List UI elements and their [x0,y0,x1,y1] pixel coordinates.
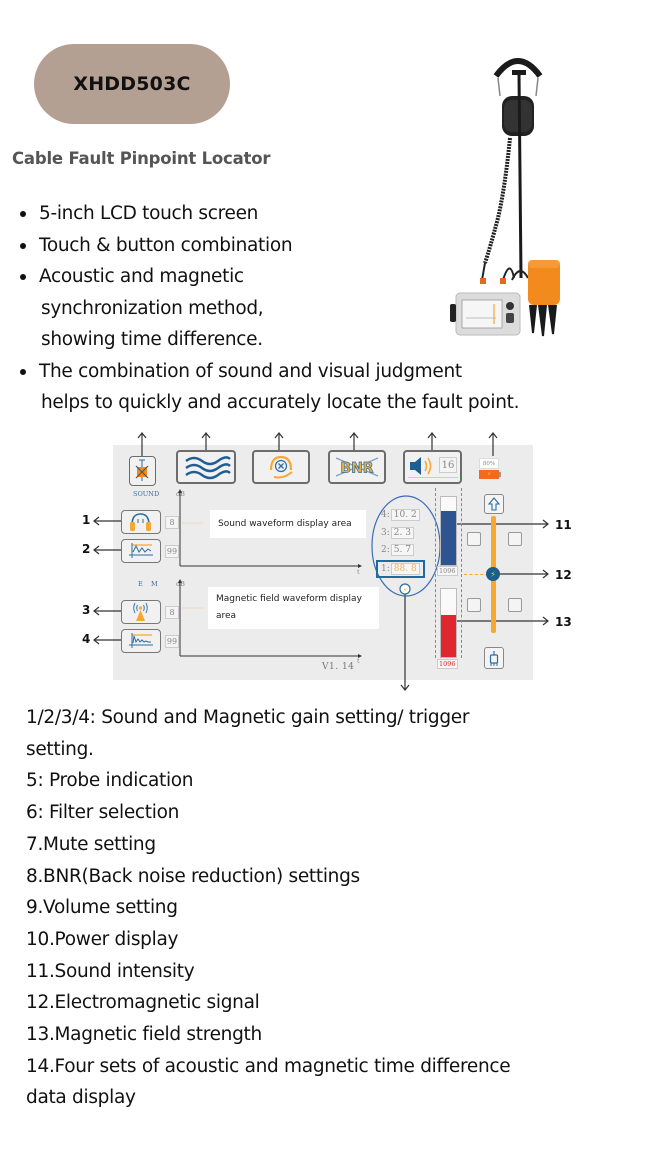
description-line: 14.Four sets of acoustic and magnetic ti… [26,1055,511,1077]
headphone-band [493,58,543,78]
up-arrow-icon [487,497,501,511]
callout-3: 3 [82,603,91,617]
callout-11: 11 [555,518,572,532]
screen-panel [113,445,533,680]
screen-diagram: 1 2 3 4 11 12 13 B [78,428,598,696]
description-line: 11.Sound intensity [26,960,195,982]
checkbox-upper-left[interactable] [467,532,481,546]
description-line: 9.Volume setting [26,897,178,919]
magnetic-trigger-value: 99 [165,635,179,648]
filter-selection-button[interactable] [176,450,236,484]
description-line: 7.Mute setting [26,833,156,855]
sound-trigger-value: 99 [165,545,179,558]
description-line: 6: Filter selection [26,802,180,824]
sound-intensity-value: 1096 [437,566,458,576]
magnetic-axis-t: t [357,657,360,665]
time-diff-row-1[interactable]: 1:88. 8 [376,560,425,578]
legend-descriptions: 1/2/3/4: Sound and Magnetic gain setting… [26,702,636,1114]
sound-axes [178,489,362,568]
em-signal-indicator[interactable]: ⚡ [486,567,500,581]
magnetic-gain-button[interactable] [121,600,161,624]
svg-text:BNR: BNR [340,461,373,477]
description-line: data display [26,1087,136,1109]
probe-pole [517,72,523,279]
checkbox-lower-right[interactable] [508,598,522,612]
magnetic-field-meter [440,588,457,658]
description-line: 10.Power display [26,928,179,950]
battery-percent: 80% [479,458,499,469]
callout-1: 1 [82,513,91,527]
feature-item: Touch & button combination [18,230,519,262]
callout-13: 13 [555,615,572,629]
checkbox-upper-right[interactable] [508,532,522,546]
description-line: setting. [26,738,94,760]
sound-waveform-area: Sound waveform display area [210,510,366,538]
mute-headset-icon [269,455,293,479]
antenna-signal-icon [133,602,148,621]
description-line: 1/2/3/4: Sound and Magnetic gain setting… [26,707,470,728]
product-image [450,58,560,337]
checkbox-lower-left[interactable] [467,598,481,612]
callout-4: 4 [82,632,91,646]
em-label-m: M [151,580,158,588]
feature-item: The combination of sound and visual judg… [18,356,520,419]
probe-mode-button[interactable] [484,647,504,669]
sound-axis-t: t [357,568,360,576]
time-diff-row-2: 2:5. 7 [381,544,414,556]
magnetic-waveform-area: Magnetic field waveform display area [208,587,379,629]
feature-list: 5-inch LCD touch screen Touch & button c… [18,198,520,419]
volume-value: 16 [439,457,457,473]
bnr-setting-button[interactable]: BNR [328,450,386,484]
firmware-version: V1. 14 [322,662,355,672]
sound-gain-button[interactable] [121,510,161,534]
product-subtitle: Cable Fault Pinpoint Locator [12,149,271,168]
description-line: 8.BNR(Back noise reduction) settings [26,865,360,887]
up-arrow-button[interactable] [484,494,504,514]
description-line: 13.Magnetic field strength [26,1024,262,1046]
sound-intensity-fill [441,510,456,565]
magnetic-field-value: 1096 [437,659,458,669]
filter-waves-icon [185,456,231,480]
battery-icon: ⚡ [479,470,501,479]
ground-sensor [528,260,560,305]
coiled-cable [483,137,512,264]
svg-text:⚡: ⚡ [403,587,407,594]
magnetic-trigger-waveform-icon [129,633,153,648]
volume-setting-button[interactable]: 16 [403,450,462,484]
probe-device-icon [489,651,499,666]
callout-12: 12 [555,568,572,582]
magnetic-field-fill [441,614,456,657]
magnetic-gain-value: 8 [165,606,179,619]
em-label-e: E [138,580,143,588]
magnetic-trigger-button[interactable] [121,629,161,653]
speaker-icon [410,457,432,475]
sound-gain-value: 8 [165,516,179,529]
probe-icon [135,459,149,481]
description-line: 12.Electromagnetic signal [26,992,260,1014]
time-diff-row-3: 3:2. 3 [381,527,414,539]
description-line: 5: Probe indication [26,770,194,792]
model-badge: XHDD503C [34,44,230,124]
sound-intensity-meter [440,496,457,566]
magnetic-axes [178,579,362,658]
sound-trigger-button[interactable] [121,539,161,563]
mute-setting-button[interactable] [252,450,310,484]
headphones-icon [130,513,151,531]
callout-2: 2 [82,542,91,556]
trigger-waveform-icon [129,543,153,558]
bnr-icon: BNR [335,457,379,477]
probe-indication-button[interactable] [129,456,156,486]
feature-item: 5-inch LCD touch screen [18,198,519,230]
feature-item: Acoustic and magnetic synchronization me… [18,261,519,356]
sound-section-label: SOUND [133,490,160,498]
time-diff-row-4: 4:10. 2 [381,509,420,521]
